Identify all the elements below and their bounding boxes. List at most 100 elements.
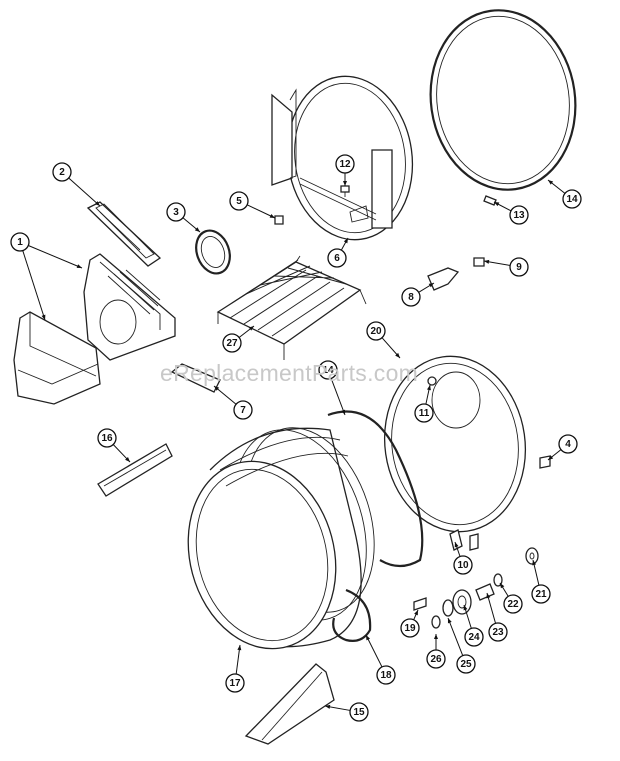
callout-15: 15 xyxy=(324,702,369,722)
callout-arrowhead xyxy=(486,593,491,599)
callout-number: 16 xyxy=(101,433,113,444)
callout-1: 1 xyxy=(10,232,83,321)
part-drum-baffle xyxy=(97,443,173,497)
callout-3: 3 xyxy=(166,202,201,233)
part-drum xyxy=(187,427,375,650)
callout-circle xyxy=(52,162,72,182)
callout-circle xyxy=(222,333,242,353)
part-shaft-23 xyxy=(475,583,495,601)
callout-8: 8 xyxy=(401,282,435,307)
part-callouts: 1234567891011121314141516171819202122232… xyxy=(10,154,582,722)
callout-arrowhead xyxy=(426,385,431,391)
callout-circle xyxy=(509,257,529,277)
callout-21: 21 xyxy=(531,559,551,604)
callout-9: 9 xyxy=(483,257,529,277)
callout-leader xyxy=(447,617,464,656)
callout-circle xyxy=(233,400,253,420)
callout-6: 6 xyxy=(327,237,349,268)
callout-12: 12 xyxy=(335,154,355,186)
callout-20: 20 xyxy=(366,321,401,359)
part-drum-seal-top xyxy=(429,9,577,191)
callout-arrowhead xyxy=(325,704,331,709)
part-roller-25 xyxy=(442,599,454,617)
part-washer-26 xyxy=(431,615,441,629)
part-belt xyxy=(332,588,372,642)
callout-number: 20 xyxy=(370,326,382,337)
callout-number: 9 xyxy=(516,262,522,273)
callout-circle xyxy=(225,673,245,693)
callout-arrowhead xyxy=(76,264,82,268)
callout-number: 22 xyxy=(507,599,519,610)
callout-13: 13 xyxy=(493,201,529,225)
callout-arrowhead xyxy=(463,605,468,611)
callout-number: 13 xyxy=(513,210,525,221)
callout-arrowhead xyxy=(366,635,371,641)
callout-arrowhead xyxy=(532,560,537,566)
callout-number: 2 xyxy=(59,167,65,178)
callout-26: 26 xyxy=(426,634,446,669)
callout-2: 2 xyxy=(52,162,101,207)
callout-leader xyxy=(28,245,83,269)
callout-number: 25 xyxy=(460,659,472,670)
callout-circle xyxy=(558,434,578,454)
callout-23: 23 xyxy=(486,592,508,642)
callout-number: 21 xyxy=(535,589,547,600)
callout-circle xyxy=(400,618,420,638)
callout-circle xyxy=(464,627,484,647)
callout-number: 14 xyxy=(322,365,334,376)
callout-number: 8 xyxy=(408,292,414,303)
part-screw-13 xyxy=(483,195,497,206)
callout-leader xyxy=(365,634,383,668)
callout-circle xyxy=(456,654,476,674)
part-roller-24 xyxy=(452,589,472,615)
callout-14: 14 xyxy=(547,179,582,209)
callout-22: 22 xyxy=(499,582,523,614)
callout-number: 7 xyxy=(240,405,246,416)
callout-arrowhead xyxy=(94,201,100,206)
part-washer-21 xyxy=(525,547,539,565)
callout-leader xyxy=(330,378,346,416)
callout-arrowhead xyxy=(341,409,346,415)
callout-24: 24 xyxy=(463,604,484,647)
callout-circle xyxy=(376,665,396,685)
callout-arrowhead xyxy=(214,386,220,391)
callout-arrowhead xyxy=(428,283,434,288)
callout-16: 16 xyxy=(97,428,131,463)
callout-number: 19 xyxy=(404,623,416,634)
part-clips-10 xyxy=(449,529,479,551)
callout-circle xyxy=(229,191,249,211)
part-duct-housing xyxy=(13,253,176,405)
callout-number: 24 xyxy=(468,632,480,643)
part-bracket-7 xyxy=(170,363,221,393)
callout-arrowhead xyxy=(41,314,46,320)
callout-number: 10 xyxy=(457,560,469,571)
callout-arrowhead xyxy=(414,610,418,616)
part-front-duct xyxy=(244,663,335,745)
callout-arrowhead xyxy=(395,352,400,358)
callout-arrowhead xyxy=(343,238,348,244)
callout-number: 17 xyxy=(229,678,241,689)
callout-number: 5 xyxy=(236,196,242,207)
callout-number: 4 xyxy=(565,439,571,450)
callout-arrowhead xyxy=(548,455,554,460)
callout-arrowhead xyxy=(447,618,452,624)
callout-10: 10 xyxy=(453,541,473,575)
callout-number: 23 xyxy=(492,627,504,638)
callout-19: 19 xyxy=(400,609,420,638)
callout-arrowhead xyxy=(248,326,254,331)
part-hardware-19 xyxy=(413,597,427,611)
callout-circle xyxy=(10,232,30,252)
callout-circle xyxy=(366,321,386,341)
watermark: eReplacementParts.com xyxy=(160,360,419,386)
callout-circle xyxy=(318,360,338,380)
callout-arrowhead xyxy=(125,457,130,462)
callout-number: 26 xyxy=(430,654,442,665)
part-screw-5 xyxy=(274,215,284,225)
callout-number: 11 xyxy=(419,408,430,419)
callout-circle xyxy=(97,428,117,448)
callout-circle xyxy=(349,702,369,722)
callout-arrowhead xyxy=(484,259,490,264)
callout-circle xyxy=(335,154,355,174)
callout-arrowhead xyxy=(548,180,554,185)
callout-number: 12 xyxy=(339,159,351,170)
